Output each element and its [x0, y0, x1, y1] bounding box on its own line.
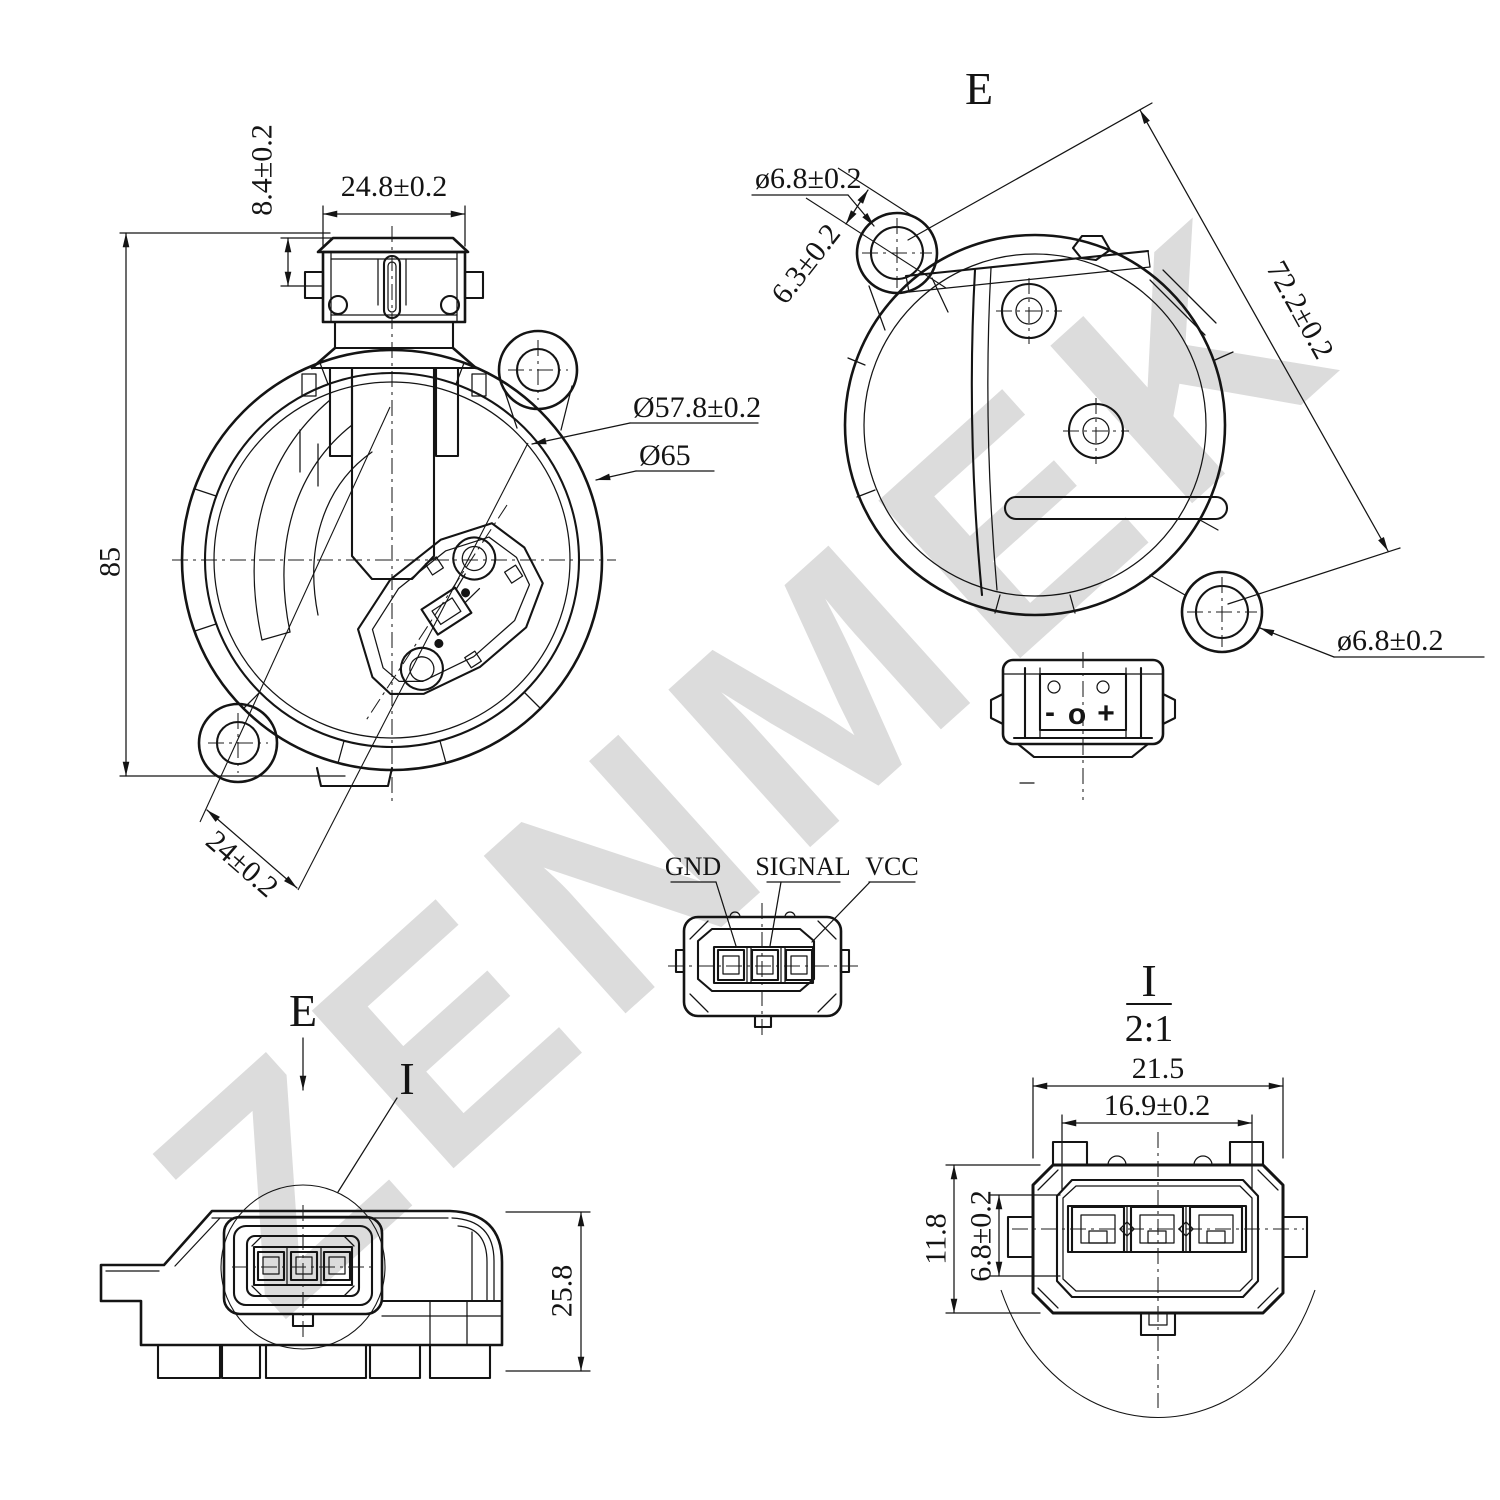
pin-label-vcc: VCC: [865, 852, 918, 881]
dim-ear-hole-top: ø6.8±0.2: [755, 162, 861, 195]
dim-detail-inner-height: 6.8±0.2: [965, 1190, 998, 1281]
dim-bore-label: Ø57.8±0.2: [633, 391, 761, 424]
polarity-plus: +: [1097, 697, 1115, 730]
detail-scale: 2:1: [1125, 1008, 1174, 1050]
side-view: E I: [99, 985, 591, 1380]
rear-mount-ear-bottom-right: [1149, 570, 1264, 654]
pin-label-gnd: GND: [665, 852, 721, 881]
dim-ear-width: 6.3±0.2: [765, 218, 847, 310]
detail-view: I 2:1 21.5 16.9±0.2 11.8 6.8±0.2: [920, 955, 1316, 1419]
front-mount-ear-top-right: [497, 329, 579, 431]
brand-watermark: ZENMEK: [93, 144, 1406, 1374]
detail-connector: [1006, 1132, 1309, 1408]
polarity-minus: -: [1045, 696, 1055, 729]
front-connector: [301, 236, 487, 458]
side-section-label: E: [289, 985, 317, 1036]
dim-cap-height: 8.4±0.2: [246, 124, 279, 215]
dim-side-height: 25.8: [546, 1265, 579, 1318]
rear-mount-ear-top-left: [855, 211, 949, 331]
dim-detail-outer-width: 21.5: [1132, 1052, 1185, 1085]
dim-ear-hole-bottom: ø6.8±0.2: [1337, 624, 1443, 657]
sensor-element: [356, 522, 544, 696]
dim-hole-offset: 24±0.2: [199, 824, 284, 904]
dim-detail-inner-width: 16.9±0.2: [1104, 1089, 1210, 1122]
dim-overall-height: 85: [94, 547, 127, 577]
side-detail-label: I: [399, 1053, 414, 1104]
side-connector: [222, 1205, 384, 1340]
polarity-center: o: [1068, 698, 1086, 731]
detail-label: I: [1141, 955, 1156, 1006]
dim-detail-outer-height: 11.8: [920, 1213, 953, 1264]
front-mount-ear-bottom-left: [197, 702, 279, 784]
connector-face: [674, 911, 851, 1029]
detail-pins: [1070, 1205, 1244, 1254]
pin-label-signal: SIGNAL: [755, 852, 850, 881]
rear-view-label: E: [965, 63, 993, 114]
rear-connector: - o +: [989, 652, 1177, 800]
dim-outer-dia-label: Ø65: [639, 439, 691, 472]
dim-connector-width: 24.8±0.2: [341, 170, 447, 203]
pinout-view: GND SIGNAL VCC: [665, 852, 919, 1035]
